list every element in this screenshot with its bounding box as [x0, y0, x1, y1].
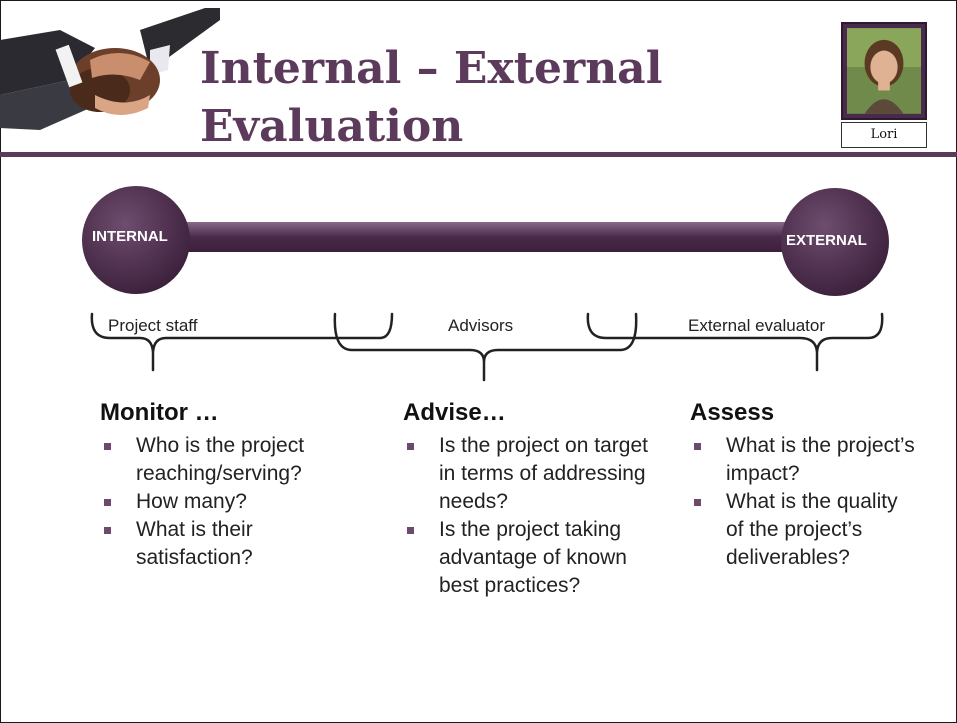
bullet-square-icon: [104, 499, 111, 506]
internal-label: INTERNAL: [92, 228, 168, 245]
bullet-item: Is the project on target in terms of add…: [403, 432, 663, 516]
title-line-2: Evaluation: [200, 101, 464, 152]
internal-circle: [82, 186, 190, 294]
column-assess: Assess What is the project’s impact? Wha…: [690, 398, 920, 572]
bullet-text: Who is the project reaching/serving?: [136, 434, 305, 485]
spectrum-bar: [120, 222, 840, 252]
group-label-advisors: Advisors: [448, 316, 514, 335]
bullet-text: Is the project taking advantage of known…: [439, 518, 627, 597]
bullet-square-icon: [407, 443, 414, 450]
bullet-item: Who is the project reaching/serving?: [100, 432, 370, 488]
brace-advisors: [333, 312, 638, 382]
slide-title: Internal – External Evaluation: [200, 40, 662, 156]
bullet-square-icon: [694, 443, 701, 450]
bullet-list: Who is the project reaching/serving? How…: [100, 432, 370, 572]
bullet-text: What is their satisfaction?: [136, 518, 253, 569]
bullet-square-icon: [104, 527, 111, 534]
bullet-item: What is the quality of the project’s del…: [690, 488, 920, 572]
internal-external-spectrum: [82, 186, 889, 296]
portrait-photo: [841, 22, 927, 120]
column-advise: Advise… Is the project on target in term…: [403, 398, 663, 600]
bullet-item: What is their satisfaction?: [100, 516, 370, 572]
title-line-1: Internal – External: [200, 43, 663, 94]
bullet-square-icon: [694, 499, 701, 506]
column-heading: Assess: [690, 399, 775, 426]
group-label-external-evaluator: External evaluator: [688, 316, 826, 335]
column-monitor: Monitor … Who is the project reaching/se…: [100, 398, 370, 572]
group-label-project-staff: Project staff: [108, 316, 198, 335]
handshake-image: [0, 8, 220, 130]
bullet-text: What is the project’s impact?: [726, 434, 915, 485]
external-label: EXTERNAL: [786, 232, 867, 249]
column-heading: Advise…: [403, 399, 506, 426]
bullet-item: Is the project taking advantage of known…: [403, 516, 663, 600]
bullet-text: What is the quality of the project’s del…: [726, 490, 898, 569]
external-circle: [781, 188, 889, 296]
bullet-list: Is the project on target in terms of add…: [403, 432, 663, 600]
bullet-item: What is the project’s impact?: [690, 432, 920, 488]
bullet-square-icon: [104, 443, 111, 450]
bullet-square-icon: [407, 527, 414, 534]
bullet-item: How many?: [100, 488, 370, 516]
column-heading: Monitor …: [100, 399, 219, 426]
brace-project-staff: [90, 312, 394, 372]
title-divider: [0, 152, 957, 157]
bullet-list: What is the project’s impact? What is th…: [690, 432, 920, 572]
photo-caption: Lori: [841, 122, 927, 148]
group-braces: [90, 312, 884, 382]
bullet-text: How many?: [136, 490, 247, 513]
brace-external-evaluator: [586, 312, 884, 372]
person-photo-icon: [847, 28, 921, 114]
bullet-text: Is the project on target in terms of add…: [439, 434, 648, 513]
